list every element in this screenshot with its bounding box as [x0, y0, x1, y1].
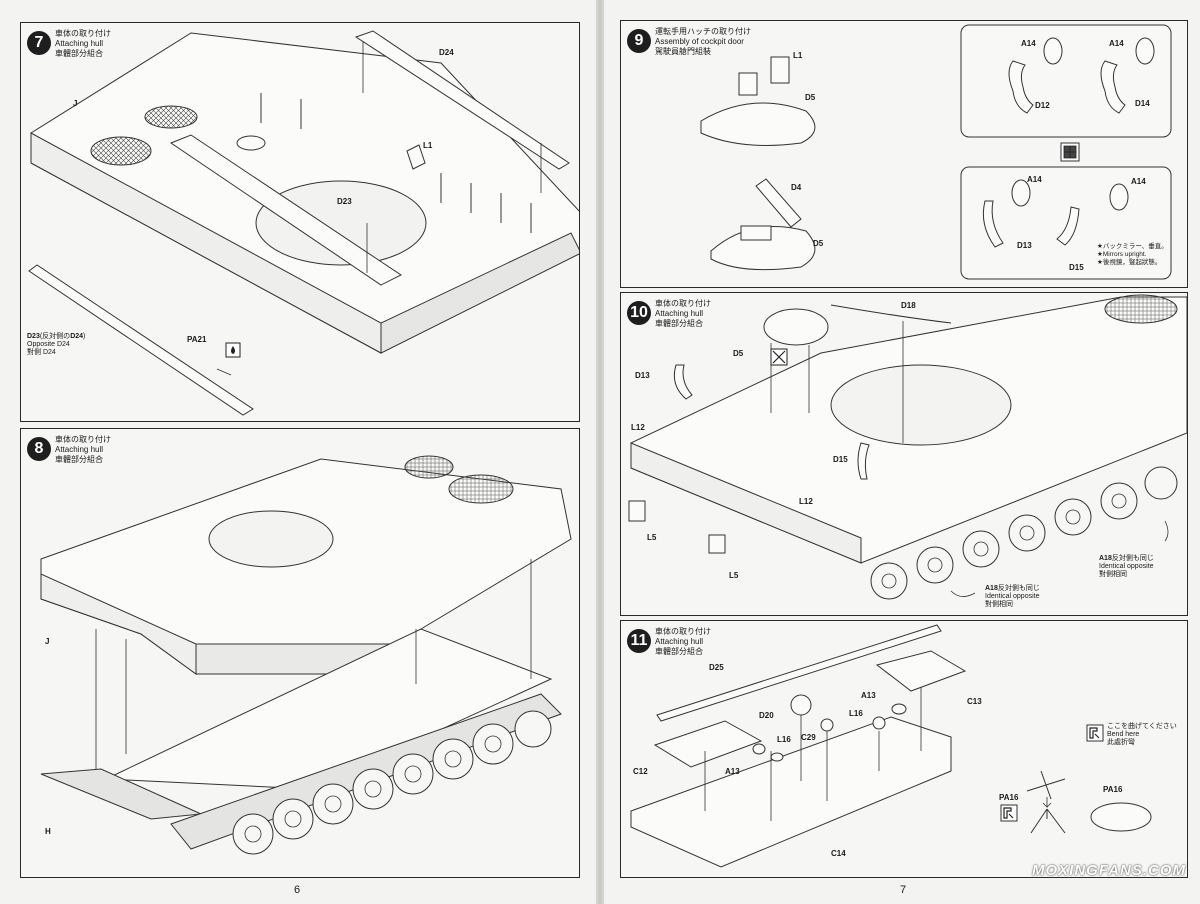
label-c14: C14: [831, 849, 846, 858]
label-d15: D15: [1069, 263, 1084, 272]
label-d4: D4: [791, 183, 802, 192]
label-d23-opposite: D23(反対側のD24) Opposite D24 對側 D24: [27, 333, 86, 356]
hull-detail-drawing: [628, 294, 1187, 600]
label-d12: D12: [1035, 101, 1050, 110]
label-d25: D25: [709, 663, 724, 672]
label-l5-2: L5: [729, 571, 739, 580]
label-a14-1: A14: [1021, 39, 1036, 48]
label-d18: D18: [901, 301, 916, 310]
label-d5-lower: D5: [813, 239, 824, 248]
step-number: 10: [627, 301, 651, 325]
label-a14-2: A14: [1109, 39, 1124, 48]
page-number-right: 7: [900, 884, 907, 896]
label-c13: C13: [967, 697, 982, 706]
label-d20: D20: [759, 711, 774, 720]
page-gutter: [596, 0, 604, 904]
label-d5: D5: [733, 349, 744, 358]
cockpit-door-drawing: [700, 24, 1172, 280]
hull-upper-drawing: [28, 30, 579, 416]
label-j: J: [45, 637, 50, 646]
label-d14: D14: [1135, 99, 1150, 108]
label-c29: C29: [801, 733, 816, 742]
label-l5-1: L5: [647, 533, 657, 542]
label-d5-upper: D5: [805, 93, 816, 102]
step-number: 8: [27, 437, 51, 461]
label-j: J: [73, 99, 78, 108]
label-l16-2: L16: [849, 709, 863, 718]
label-l12-2: L12: [799, 497, 813, 506]
label-pa16-right: PA16: [1103, 785, 1123, 794]
hull-bottom-drawing: [630, 624, 1152, 868]
label-h: H: [45, 827, 51, 836]
label-l16-1: L16: [777, 735, 791, 744]
label-l12-1: L12: [631, 423, 645, 432]
mirror-note: ★バックミラー、垂直。★Mirrors upright.★後視鏡，豎起狀態。: [1097, 243, 1168, 266]
label-a13-1: A13: [861, 691, 876, 700]
hull-assembly-drawing: [40, 455, 572, 855]
label-a14-4: A14: [1131, 177, 1146, 186]
label-pa21: PA21: [187, 335, 207, 344]
label-c12: C12: [633, 767, 648, 776]
label-d23: D23: [337, 197, 352, 206]
label-a13-2: A13: [725, 767, 740, 776]
label-d15: D15: [833, 455, 848, 464]
watermark: MOXINGFANS.COM: [1031, 862, 1186, 879]
label-pa16-left: PA16: [999, 793, 1019, 802]
label-d13: D13: [1017, 241, 1032, 250]
step-number: 9: [627, 29, 651, 53]
step-number: 11: [627, 629, 651, 653]
step-number: 7: [27, 31, 51, 55]
label-d24: D24: [439, 48, 454, 57]
label-a14-3: A14: [1027, 175, 1042, 184]
page-number-left: 6: [294, 884, 301, 896]
label-d13: D13: [635, 371, 650, 380]
label-l1: L1: [423, 141, 433, 150]
label-l1: L1: [793, 51, 803, 60]
